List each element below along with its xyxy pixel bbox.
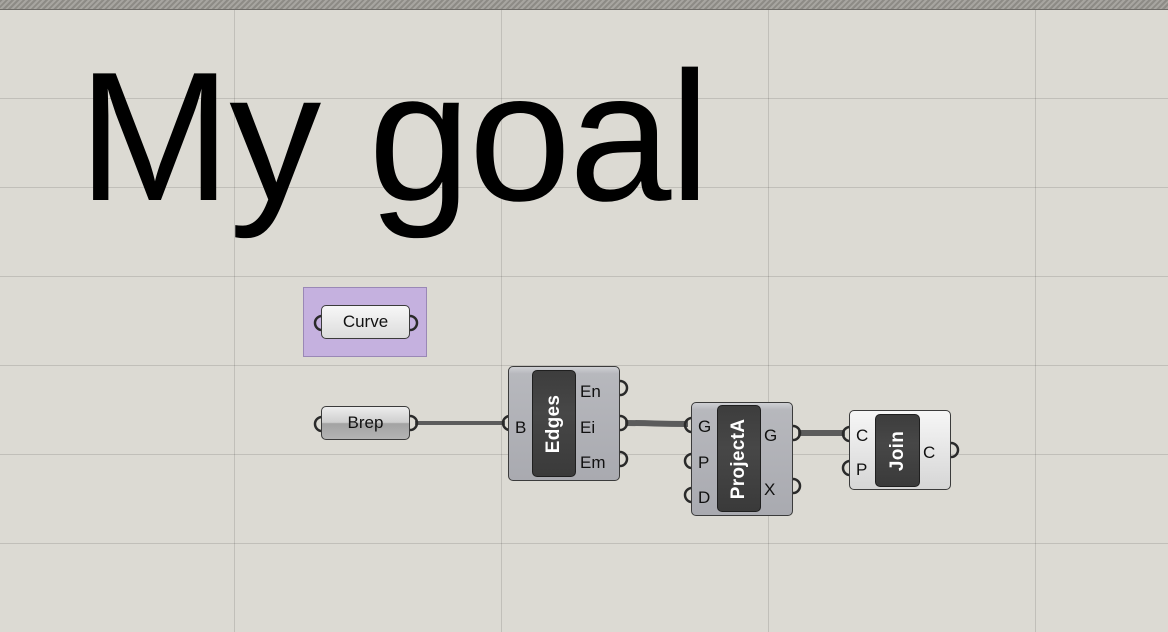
wire-edges-ei-to-project-g [624,420,689,427]
edges-input-b[interactable]: B [515,418,527,437]
project-input-d[interactable]: D [698,488,711,507]
join-p-grip-icon [841,459,851,477]
edges-output-en[interactable]: En [580,382,601,401]
project-title-bar[interactable]: ProjectA [717,405,761,512]
project-output-x[interactable]: X [764,480,776,499]
project-title: ProjectA [728,418,749,499]
edges-output-ei[interactable]: Ei [580,418,596,437]
curve-param[interactable]: Curve [321,305,410,339]
project-g-in-grip-icon [683,416,693,434]
edges-ei-grip-icon [619,414,629,432]
join-output-c[interactable]: C [923,443,936,462]
project-input-p[interactable]: P [698,453,710,472]
edges-b-grip-icon [501,414,511,432]
brep-output-grip-icon [409,414,419,432]
join-input-p[interactable]: P [856,460,868,479]
join-input-c[interactable]: C [856,426,869,445]
panel-my-goal[interactable]: My goal [78,33,710,239]
edges-output-em[interactable]: Em [580,453,606,472]
brep-param[interactable]: Brep [321,406,410,440]
project-input-g[interactable]: G [698,417,712,436]
join-title-bar[interactable]: Join [875,414,920,487]
project-g-out-grip-icon [792,424,802,442]
join-title: Join [886,430,908,471]
brep-input-grip-icon [313,415,323,433]
edges-title: Edges [543,394,564,453]
join-c-out-grip-icon [950,441,960,459]
edges-title-bar[interactable]: Edges [532,370,576,477]
curve-input-grip-icon [313,314,323,332]
edges-en-grip-icon [619,379,629,397]
canvas-top-edge [0,0,1168,10]
project-x-grip-icon [792,477,802,495]
project-output-g[interactable]: G [764,426,778,445]
edges-em-grip-icon [619,450,629,468]
join-c-in-grip-icon [841,425,851,443]
project-p-grip-icon [683,452,693,470]
curve-output-grip-icon [409,314,419,332]
project-d-grip-icon [683,486,693,504]
